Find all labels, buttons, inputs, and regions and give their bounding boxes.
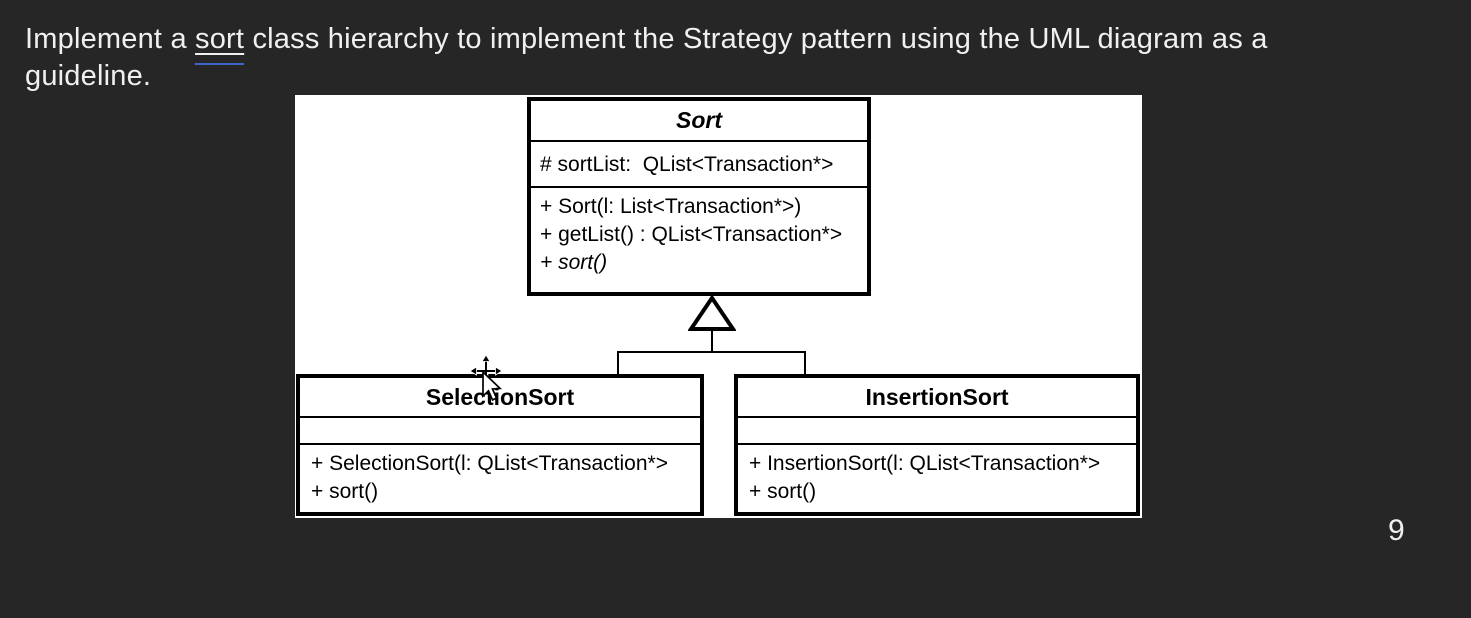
connector-line <box>617 351 619 375</box>
uml-class-insertionsort: InsertionSort + InsertionSort(l: QList<T… <box>734 374 1140 516</box>
uml-class-insertionsort-name: InsertionSort <box>738 378 1136 418</box>
uml-class-sort-attributes: # sortList: QList<Transaction*> <box>531 142 867 188</box>
heading-text-suffix: class hierarchy to implement the Strateg… <box>244 23 1268 55</box>
inheritance-triangle-icon <box>688 295 736 331</box>
uml-class-insertionsort-attributes <box>738 418 1136 445</box>
uml-method: + SelectionSort(l: QList<Transaction*> <box>311 452 668 475</box>
mouse-cursor <box>469 354 503 402</box>
uml-class-insertionsort-methods: + InsertionSort(l: QList<Transaction*> +… <box>738 445 1136 512</box>
uml-class-selectionsort: SelectionSort + SelectionSort(l: QList<T… <box>296 374 704 516</box>
connector-line <box>711 330 713 352</box>
heading-line-2: guideline. <box>25 60 152 92</box>
connector-line <box>617 351 806 353</box>
uml-class-sort: Sort # sortList: QList<Transaction*> + S… <box>527 97 871 296</box>
uml-method: + getList() : QList<Transaction*> <box>540 223 843 246</box>
slide-heading: Implement a sort class hierarchy to impl… <box>25 21 1445 95</box>
connector-line <box>804 351 806 375</box>
uml-class-sort-name: Sort <box>531 101 867 142</box>
uml-class-selectionsort-attributes <box>300 418 700 445</box>
heading-underlined-word[interactable]: sort <box>195 23 245 55</box>
uml-method: + sort() <box>311 480 379 503</box>
uml-diagram-image[interactable]: Sort # sortList: QList<Transaction*> + S… <box>295 95 1142 518</box>
uml-method: + sort() <box>749 480 817 503</box>
page-number: 9 <box>1388 514 1405 547</box>
uml-method: + InsertionSort(l: QList<Transaction*> <box>749 452 1101 475</box>
pointer-cursor-icon <box>482 369 502 402</box>
heading-text-prefix: Implement a <box>25 23 196 55</box>
uml-attribute: # sortList: QList<Transaction*> <box>540 153 834 176</box>
uml-class-sort-methods: + Sort(l: List<Transaction*>) + getList(… <box>531 188 867 292</box>
uml-class-selectionsort-methods: + SelectionSort(l: QList<Transaction*> +… <box>300 445 700 512</box>
uml-method-abstract: + sort() <box>540 251 608 274</box>
uml-method: + Sort(l: List<Transaction*>) <box>540 195 802 218</box>
